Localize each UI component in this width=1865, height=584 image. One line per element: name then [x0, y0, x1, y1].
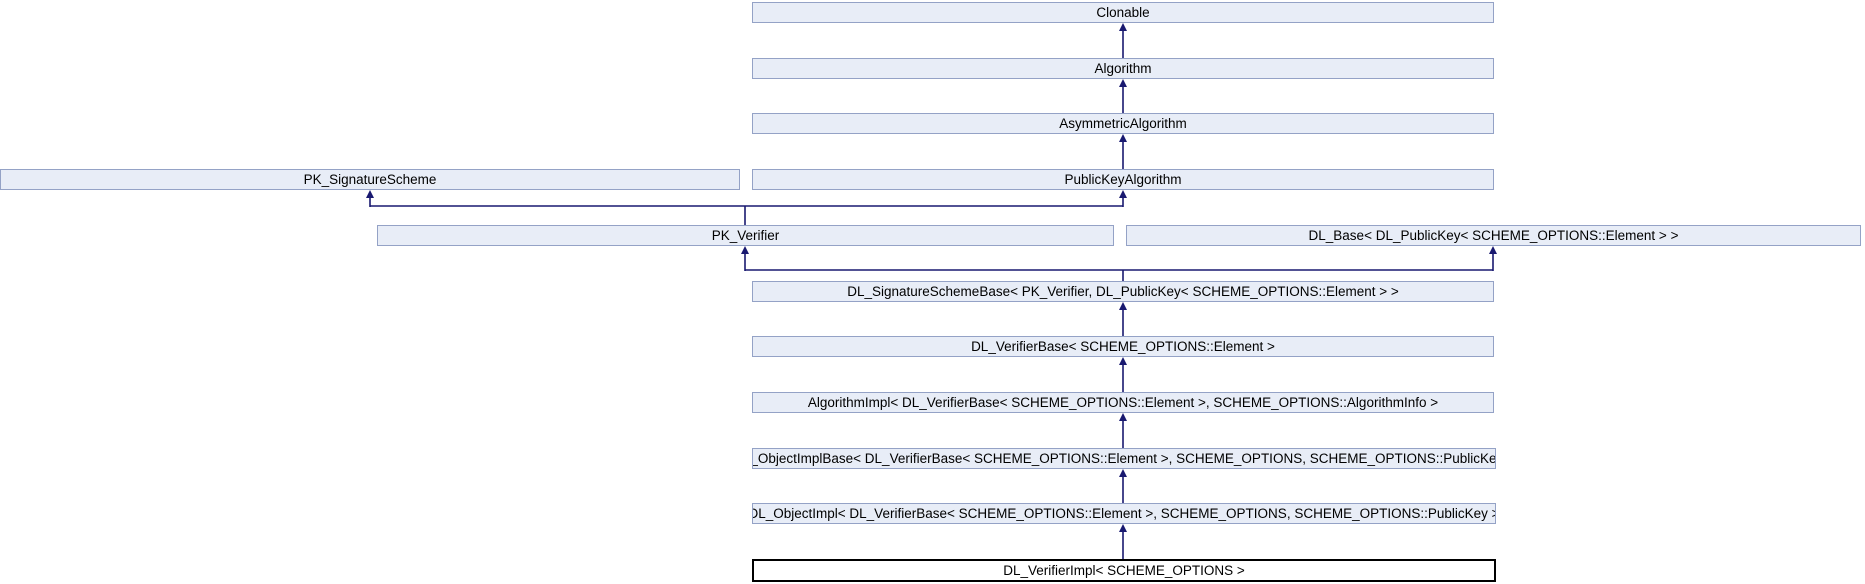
class-node-label: PK_SignatureScheme [303, 171, 437, 187]
inheritance-arrowhead-icon [1119, 469, 1127, 477]
class-node-label: AsymmetricAlgorithm [1059, 115, 1187, 131]
class-node-label: DL_VerifierBase< SCHEME_OPTIONS::Element… [971, 338, 1275, 354]
class-node-dl-object-impl-base[interactable]: DL_ObjectImplBase< DL_VerifierBase< SCHE… [752, 448, 1496, 469]
class-node-label: Algorithm [1094, 60, 1152, 76]
class-node-label: Clonable [1096, 4, 1150, 20]
class-node-label: DL_ObjectImpl< DL_VerifierBase< SCHEME_O… [752, 505, 1496, 521]
inheritance-arrowhead-icon [1489, 246, 1497, 254]
class-node-dl-signature-scheme-base[interactable]: DL_SignatureSchemeBase< PK_Verifier, DL_… [752, 281, 1494, 302]
class-node-asymmetric-algorithm[interactable]: AsymmetricAlgorithm [752, 113, 1494, 134]
class-node-dl-object-impl[interactable]: DL_ObjectImpl< DL_VerifierBase< SCHEME_O… [752, 503, 1496, 524]
class-node-label: DL_ObjectImplBase< DL_VerifierBase< SCHE… [752, 450, 1496, 466]
class-node-clonable[interactable]: Clonable [752, 2, 1494, 23]
class-node-label: AlgorithmImpl< DL_VerifierBase< SCHEME_O… [807, 394, 1439, 410]
inheritance-arrowhead-icon [1119, 23, 1127, 31]
class-node-dl-verifier-base[interactable]: DL_VerifierBase< SCHEME_OPTIONS::Element… [752, 336, 1494, 357]
class-node-label: DL_Base< DL_PublicKey< SCHEME_OPTIONS::E… [1308, 227, 1679, 243]
inheritance-arrowhead-icon [1119, 190, 1127, 198]
class-node-label: DL_VerifierImpl< SCHEME_OPTIONS > [1003, 562, 1245, 578]
inheritance-arrowhead-icon [366, 190, 374, 198]
class-node-algorithm-impl[interactable]: AlgorithmImpl< DL_VerifierBase< SCHEME_O… [752, 392, 1494, 413]
class-node-pk-signature-scheme[interactable]: PK_SignatureScheme [0, 169, 740, 190]
class-node-dl-base[interactable]: DL_Base< DL_PublicKey< SCHEME_OPTIONS::E… [1126, 225, 1861, 246]
inheritance-arrowhead-icon [1119, 79, 1127, 87]
inheritance-arrowhead-icon [741, 246, 749, 254]
inheritance-arrowhead-icon [1119, 357, 1127, 365]
inheritance-arrowhead-icon [1119, 524, 1127, 532]
inheritance-arrowhead-icon [1119, 302, 1127, 310]
class-node-public-key-algorithm[interactable]: PublicKeyAlgorithm [752, 169, 1494, 190]
class-node-dl-verifier-impl[interactable]: DL_VerifierImpl< SCHEME_OPTIONS > [752, 559, 1496, 582]
inheritance-arrowhead-icon [1119, 134, 1127, 142]
class-node-label: PublicKeyAlgorithm [1064, 171, 1182, 187]
class-node-label: DL_SignatureSchemeBase< PK_Verifier, DL_… [847, 283, 1399, 299]
class-node-label: PK_Verifier [711, 227, 780, 243]
class-node-algorithm[interactable]: Algorithm [752, 58, 1494, 79]
inheritance-arrowhead-icon [1119, 413, 1127, 421]
class-node-pk-verifier[interactable]: PK_Verifier [377, 225, 1114, 246]
